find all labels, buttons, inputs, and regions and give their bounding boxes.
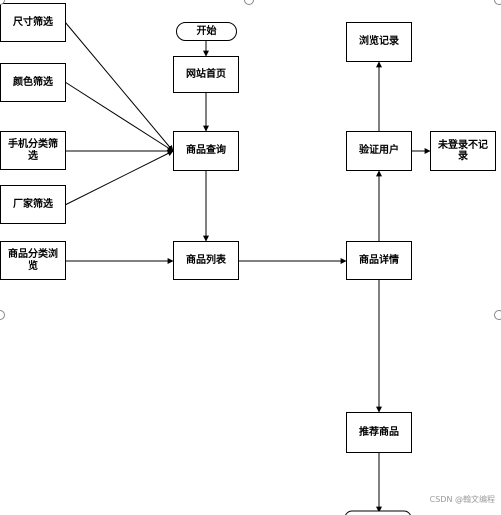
browse-history-node: 浏览记录 bbox=[346, 22, 412, 62]
verify-user-node: 验证用户 bbox=[346, 131, 412, 171]
recommend-products-node: 推荐商品 bbox=[346, 412, 412, 453]
resize-handle-top-far-right[interactable] bbox=[494, 0, 501, 5]
edge-color-filter-to-query bbox=[64, 81, 174, 152]
category-browse-node: 商品分类浏览 bbox=[0, 241, 66, 280]
phone-category-filter-node: 手机分类筛选 bbox=[0, 131, 66, 170]
product-list-node: 商品列表 bbox=[173, 241, 239, 280]
edge-size-filter-to-query bbox=[64, 21, 174, 152]
size-filter-node: 尺寸筛选 bbox=[0, 3, 66, 42]
start-node: 开始 bbox=[176, 22, 237, 41]
product-detail-node: 商品详情 bbox=[346, 241, 412, 280]
manufacturer-filter-node: 厂家筛选 bbox=[0, 185, 66, 224]
product-query-node: 商品查询 bbox=[173, 131, 239, 171]
watermark-text: CSDN @翰文编程 bbox=[429, 495, 495, 504]
color-filter-node: 颜色筛选 bbox=[0, 63, 66, 102]
home-node: 网站首页 bbox=[173, 56, 239, 93]
edge-manufacturer-to-query bbox=[64, 150, 174, 206]
offscreen-next-node bbox=[345, 510, 411, 515]
not-logged-in-node: 未登录不记录 bbox=[430, 131, 496, 171]
resize-handle-mid-right[interactable] bbox=[494, 310, 501, 320]
